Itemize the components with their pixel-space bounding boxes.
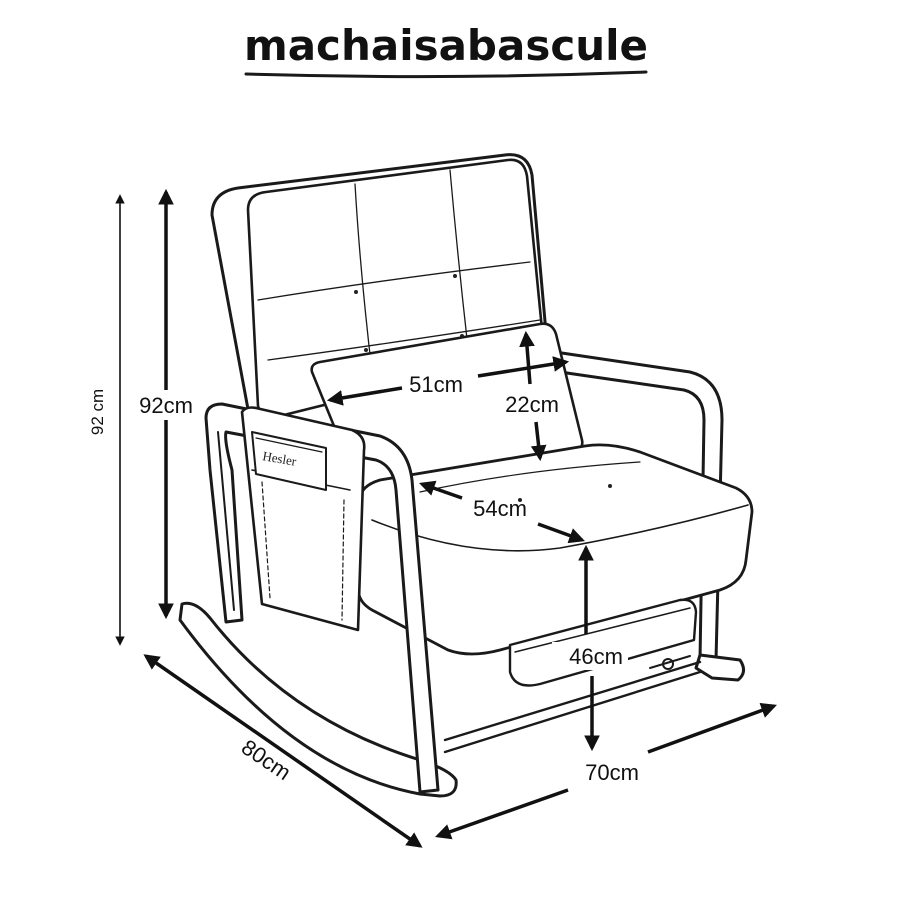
- book-label: Hesler: [261, 448, 298, 469]
- pillow-height-arrow-down: [530, 421, 547, 462]
- pillow-width-arrow-right: [477, 356, 570, 378]
- page-title: machaisabascule: [244, 21, 648, 70]
- width-arrow-right: [647, 702, 777, 754]
- seat-depth-arrow-left: [419, 480, 463, 500]
- rocking-chair-drawing: Hesler: [178, 153, 754, 798]
- seat-depth-label: 54cm: [473, 496, 527, 521]
- width-label: 70cm: [585, 760, 639, 785]
- seat-height-label: 46cm: [569, 644, 623, 669]
- pillow-height-label: 22cm: [505, 392, 559, 417]
- depth-arrow: [143, 654, 423, 848]
- pillow-height-arrow-up: [519, 330, 535, 385]
- width-arrow-left: [435, 788, 569, 840]
- height-outer-label: 92 cm: [88, 389, 107, 435]
- height-inner-label: 92cm: [139, 393, 193, 418]
- pillow-width-arrow-left: [326, 386, 403, 406]
- seat-depth-arrow-right: [537, 522, 585, 544]
- title-underline: [244, 70, 648, 79]
- pillow-width-label: 51cm: [409, 372, 463, 397]
- depth-label: 80cm: [237, 734, 296, 785]
